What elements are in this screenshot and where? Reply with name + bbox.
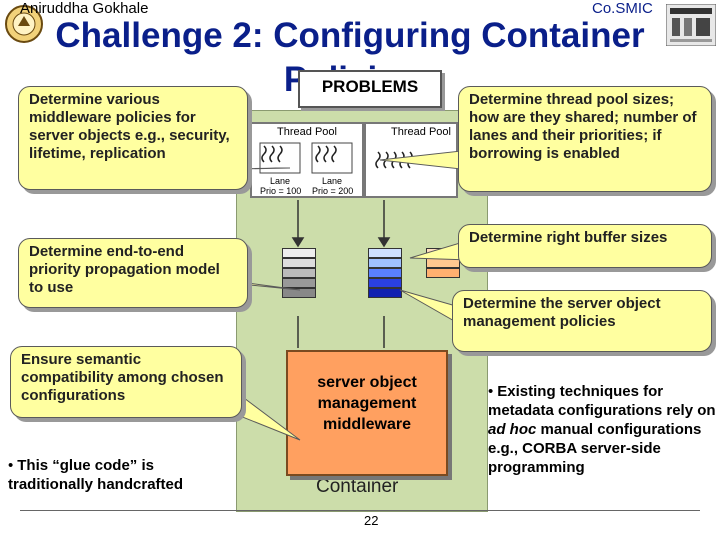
- thread-pool-right-title: Thread Pool: [391, 126, 451, 138]
- lane-label-100: Lane Prio = 100: [260, 176, 302, 196]
- author-name: Aniruddha Gokhale: [20, 0, 149, 17]
- middleware-box: server object management middleware: [286, 350, 448, 476]
- bullet-icon: •: [8, 457, 14, 474]
- container-label: Container: [316, 476, 399, 497]
- flow-arrows: [291, 200, 391, 348]
- callout-server-object-policies: Determine the server object management p…: [452, 290, 712, 352]
- thread-pool-left-title: Thread Pool: [277, 126, 337, 138]
- callout-thread-pool: Determine thread pool sizes; how are the…: [458, 86, 712, 192]
- title-line-1: Challenge 2: Configuring Container: [55, 16, 645, 55]
- page-number: 22: [364, 513, 379, 528]
- callout-middleware-policies: Determine various middleware policies fo…: [18, 86, 248, 190]
- callout-semantic-compatibility: Ensure semantic compatibility among chos…: [10, 346, 242, 418]
- existing-techniques-note: •Existing techniques for metadata config…: [488, 382, 716, 477]
- existing-text-pre: Existing techniques for metadata configu…: [488, 383, 716, 419]
- bullet-icon: •: [488, 383, 494, 400]
- buffer-queue-left: [282, 248, 316, 312]
- brand-name: Co.SMIC: [592, 0, 653, 17]
- institute-logo: [666, 4, 716, 46]
- existing-text-em: ad hoc: [488, 421, 537, 438]
- glue-code-text: This “glue code” is traditionally handcr…: [8, 457, 184, 493]
- callout-buffer-sizes: Determine right buffer sizes: [458, 224, 712, 268]
- glue-code-note: •This “glue code” is traditionally handc…: [8, 456, 238, 494]
- threads-icon: [259, 142, 353, 174]
- buffer-queue-middle: [368, 248, 402, 312]
- existing-text-post: manual configurations e.g., CORBA server…: [488, 421, 702, 476]
- callout-priority-propagation: Determine end-to-end priority propagatio…: [18, 238, 248, 308]
- thread-pool-left: Thread Pool Lane Prio = 100 Lane Prio = …: [250, 122, 364, 198]
- problems-label: PROBLEMS: [298, 70, 442, 108]
- lane-label-200: Lane Prio = 200: [312, 176, 354, 196]
- footer-divider: [20, 510, 700, 511]
- university-seal-logo: [5, 5, 43, 43]
